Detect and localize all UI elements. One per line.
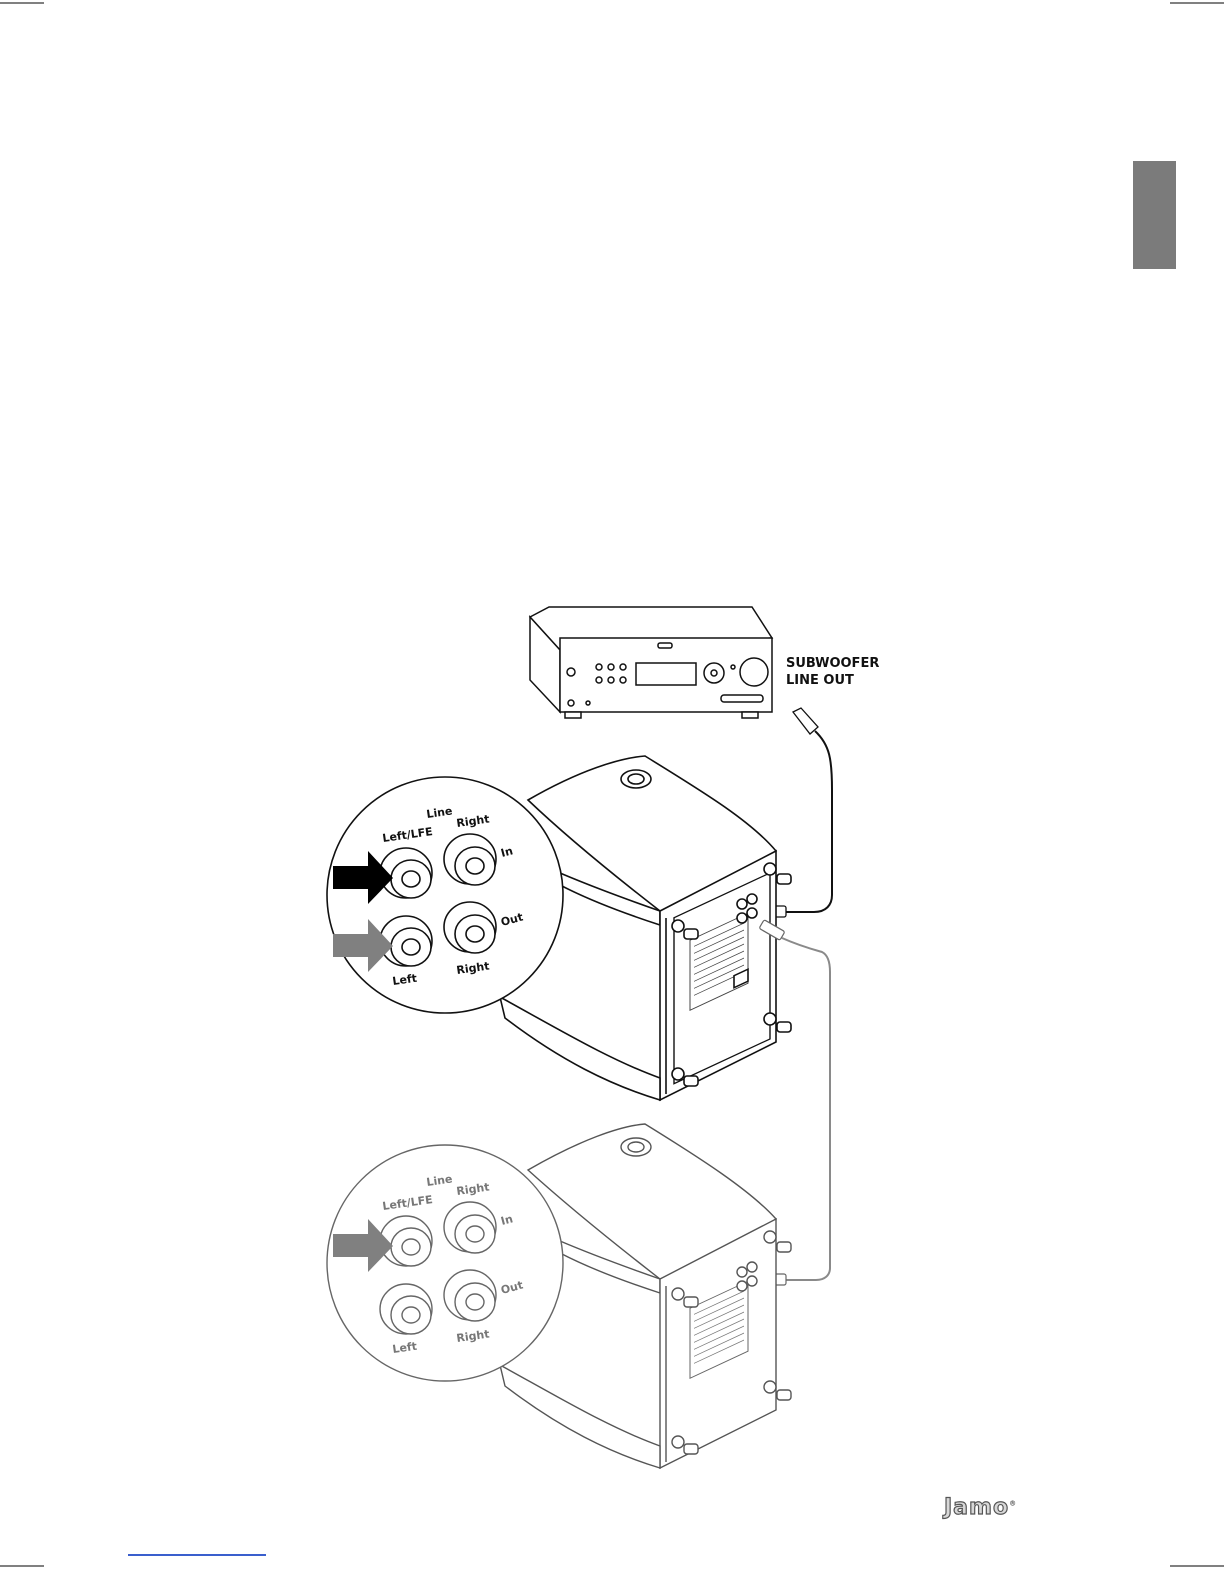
jamo-logo: Jamo® [944,1495,1017,1520]
footer-link-underline[interactable] [128,1554,266,1556]
output-label-line1: SUBWOOFER [786,655,879,672]
output-label-line2: LINE OUT [786,672,879,689]
av-receiver [530,607,772,718]
logo-text: Jamo [944,1495,1009,1520]
subwoofer-line-out-label: SUBWOOFER LINE OUT [786,655,879,689]
zoom-panel-bottom: Line Left/LFE Right In Out Right Left [327,1145,563,1381]
section-tab [1133,161,1176,269]
rca-right-out [444,902,496,953]
zoom-panel-top: Line Left/LFE Right In Out Right Left [327,777,563,1013]
rca-right-in [444,834,496,885]
